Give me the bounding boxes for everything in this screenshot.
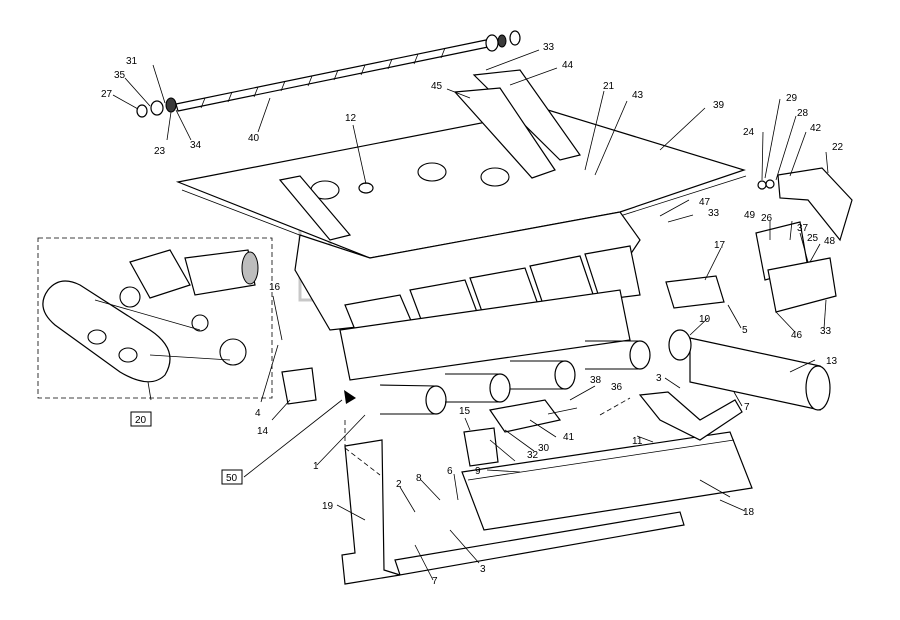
callout-45: 45 [431, 81, 443, 92]
callout-46: 46 [791, 330, 803, 341]
callout-labels: 31 35 27 23 34 40 12 33 44 45 21 43 39 2… [101, 42, 844, 587]
boxed-callout-50: 50 [221, 390, 356, 485]
callout-8: 8 [416, 473, 422, 484]
callout-33-right: 33 [708, 208, 720, 219]
callout-32: 32 [527, 450, 539, 461]
callout-10: 10 [699, 314, 711, 325]
callout-7-lower: 7 [432, 576, 438, 587]
callout-35: 35 [114, 70, 126, 81]
callout-40: 40 [248, 133, 260, 144]
callout-9: 9 [475, 466, 481, 477]
callout-12: 12 [345, 113, 357, 124]
callout-4: 4 [255, 408, 261, 419]
callout-41: 41 [563, 432, 575, 443]
callout-24: 24 [743, 127, 755, 138]
callout-34: 34 [190, 140, 202, 151]
callout-5: 5 [742, 325, 748, 336]
callout-47: 47 [699, 197, 711, 208]
callout-7-right: 7 [744, 402, 750, 413]
callout-15: 15 [459, 406, 471, 417]
drive-assembly-frame [37, 237, 273, 399]
arrow-marker [344, 390, 356, 404]
callout-1: 1 [313, 461, 319, 472]
callout-37: 37 [797, 223, 809, 234]
callout-43: 43 [632, 90, 644, 101]
callout-11: 11 [632, 436, 643, 447]
right-side-parts [281, 167, 853, 467]
callout-14: 14 [257, 426, 269, 437]
leader-lines [112, 49, 829, 581]
callout-29: 29 [786, 93, 798, 104]
callout-36: 36 [611, 382, 623, 393]
callout-20: 20 [135, 415, 147, 426]
callout-16: 16 [269, 282, 281, 293]
callout-44: 44 [562, 60, 574, 71]
callout-3-upper: 3 [656, 373, 662, 384]
callout-49: 49 [744, 210, 756, 221]
callout-28: 28 [797, 108, 809, 119]
callout-19: 19 [322, 501, 334, 512]
callout-39: 39 [713, 100, 725, 111]
callout-25: 25 [807, 233, 819, 244]
callout-22: 22 [832, 142, 844, 153]
callout-21: 21 [603, 81, 615, 92]
agitator-shaft [136, 30, 521, 118]
callout-30: 30 [538, 443, 550, 454]
callout-27: 27 [101, 89, 113, 100]
callout-3-lower: 3 [480, 564, 486, 575]
callout-31: 31 [126, 56, 138, 67]
callout-33-top: 33 [543, 42, 555, 53]
callout-26: 26 [761, 213, 773, 224]
callout-23: 23 [154, 146, 166, 157]
callout-6: 6 [447, 466, 453, 477]
callout-17: 17 [714, 240, 726, 251]
hopper-body [175, 69, 747, 415]
boxed-callout-20: 20 [130, 411, 152, 427]
callout-38: 38 [590, 375, 602, 386]
callout-13: 13 [826, 356, 838, 367]
callout-50: 50 [226, 473, 238, 484]
callout-18: 18 [743, 507, 755, 518]
callout-48: 48 [824, 236, 836, 247]
callout-2: 2 [396, 479, 402, 490]
callout-42: 42 [810, 123, 822, 134]
lower-frame [341, 391, 753, 585]
callout-33-lower: 33 [820, 326, 832, 337]
